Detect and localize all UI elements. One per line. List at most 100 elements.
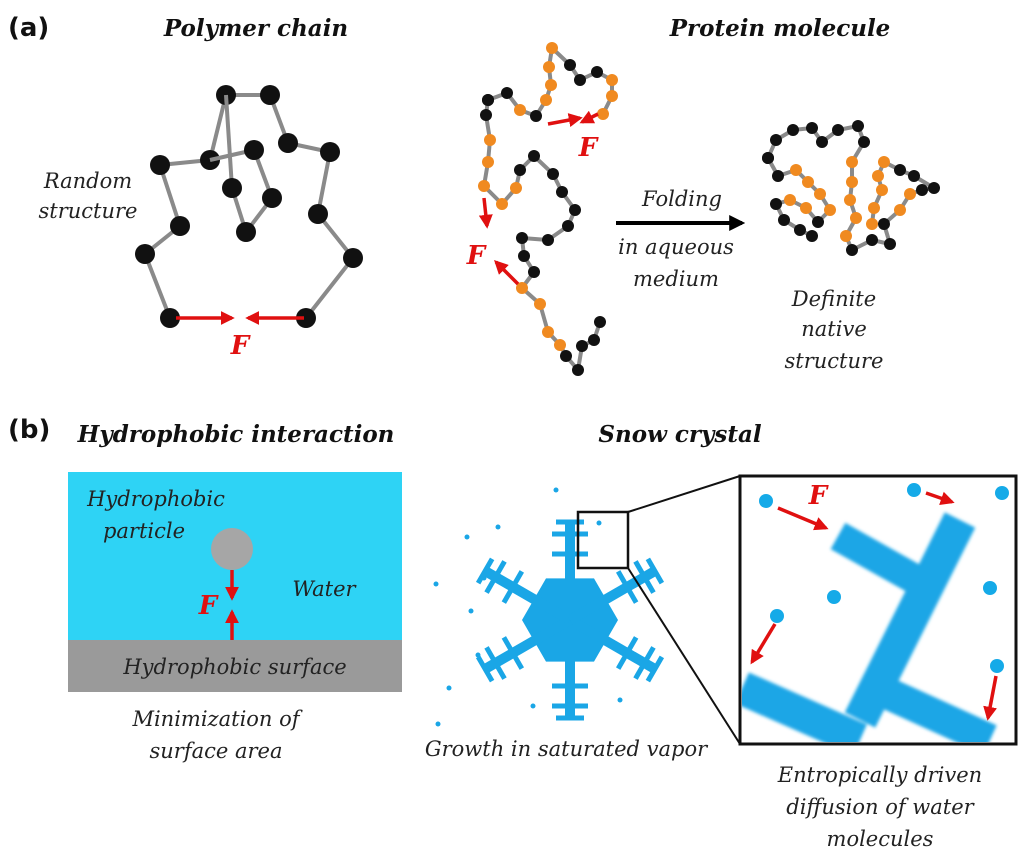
zoom-region-marker (576, 510, 630, 570)
folded-bead (840, 230, 852, 242)
protein-title: Protein molecule (669, 15, 891, 42)
panel-b-label: (b) (8, 415, 50, 445)
folded-bead (872, 170, 884, 182)
polymer-force-label: F (230, 331, 251, 361)
vapor-molecules (433, 487, 654, 727)
folded-bead (762, 152, 774, 164)
vapor-molecule (596, 520, 602, 526)
snow-arm (482, 615, 573, 674)
protein-bead (542, 326, 554, 338)
protein-bead (496, 198, 508, 210)
protein-bead (546, 42, 558, 54)
folded-bead (858, 136, 870, 148)
protein-bead (591, 66, 603, 78)
vapor-molecule (464, 534, 470, 540)
folded-bead (876, 184, 888, 196)
folded-bead (824, 204, 836, 216)
protein-bead (564, 59, 576, 71)
folded-bead (928, 182, 940, 194)
native-caption-line3: structure (785, 349, 884, 373)
protein-bead (518, 250, 530, 262)
folded-bead (844, 194, 856, 206)
polymer-caption-line2: structure (39, 199, 138, 223)
protein-bead (588, 334, 600, 346)
protein-bead (478, 180, 490, 192)
zoom-branch-upper (830, 522, 928, 596)
zoom-diffusion-arrow (983, 675, 998, 721)
protein-bead (510, 182, 522, 194)
vapor-molecule (648, 665, 654, 671)
zoom-main-arm (844, 512, 976, 728)
zoom-branch-lower-right (873, 675, 997, 742)
polymer-bead (260, 85, 280, 105)
water-label: Water (292, 577, 357, 601)
folding-caption-line2: in aqueous (618, 235, 734, 259)
folded-bead (846, 176, 858, 188)
polymer-bead (308, 204, 328, 224)
polymer-chain (135, 85, 363, 328)
folding-caption-line1: Folding (641, 187, 722, 211)
polymer-bead (296, 308, 316, 328)
polymer-bead (236, 222, 256, 242)
folded-bead (846, 156, 858, 168)
protein-bead (547, 168, 559, 180)
snow-tip (645, 655, 665, 683)
folded-bead (894, 204, 906, 216)
folded-bead (816, 136, 828, 148)
snow-branch (633, 646, 656, 680)
folded-bead (850, 212, 862, 224)
snow-tip (475, 557, 495, 585)
snow-branch (501, 570, 525, 604)
polymer-title: Polymer chain (163, 15, 348, 42)
polymer-bead (222, 178, 242, 198)
folded-bead (832, 124, 844, 136)
folded-bead (852, 120, 864, 132)
snow-branch (633, 560, 656, 594)
protein-bead (482, 94, 494, 106)
folded-bead (770, 198, 782, 210)
vapor-molecule (446, 685, 452, 691)
polymer-bead (170, 216, 190, 236)
folded-bead (868, 202, 880, 214)
hydrophobic-force-label: F (198, 591, 219, 621)
folding-caption-line3: medium (633, 267, 719, 291)
snow-arm (482, 566, 573, 625)
polymer-bead (244, 140, 264, 160)
folded-bead (866, 234, 878, 246)
protein-force-label-top: F (578, 133, 599, 163)
zoom-water-molecule (907, 483, 921, 497)
zoom-line-top (627, 475, 741, 513)
snow-tip (475, 655, 495, 683)
polymer-bead (150, 155, 170, 175)
vapor-molecule (475, 652, 481, 658)
protein-bead (543, 61, 555, 73)
hydrophobic-particle (211, 528, 253, 570)
snow-branch (484, 560, 507, 594)
folded-backbone (766, 124, 936, 252)
protein-bead (569, 204, 581, 216)
protein-bead (572, 364, 584, 376)
folded-bead (778, 214, 790, 226)
particle-label-line1: Hydrophobic (86, 487, 225, 511)
protein-bead (576, 340, 588, 352)
vapor-molecule (553, 487, 559, 493)
protein-bead (562, 220, 574, 232)
folded-bead (812, 216, 824, 228)
folded-protein-chain (762, 120, 940, 256)
polymer-bead (262, 188, 282, 208)
zoom-water-molecule (759, 494, 773, 508)
zoom-diffusion-arrow (750, 623, 777, 665)
protein-bead (540, 94, 552, 106)
protein-bead (597, 108, 609, 120)
polymer-bead (135, 244, 155, 264)
protein-bead (542, 234, 554, 246)
protein-bead (528, 266, 540, 278)
zoom-crystal-group (742, 512, 997, 742)
folded-bead (904, 188, 916, 200)
protein-bead (530, 110, 542, 122)
folded-bead (787, 124, 799, 136)
unfolded-protein-chain (478, 42, 618, 376)
zoom-caption-line1: Entropically driven (777, 763, 982, 787)
hydrophobic-title: Hydrophobic interaction (77, 421, 395, 448)
